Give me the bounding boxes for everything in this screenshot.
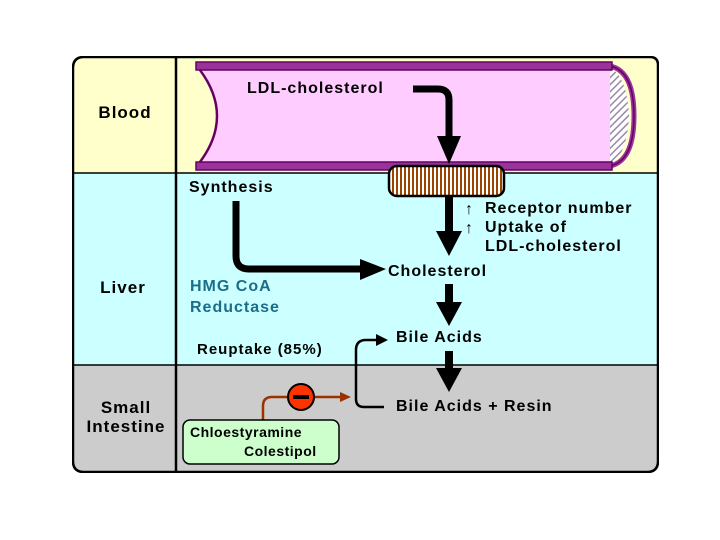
inhibitor-minus-icon	[293, 395, 309, 399]
synthesis-arrow	[232, 201, 362, 273]
reuptake-arrowhead	[376, 334, 388, 346]
reuptake-label: Reuptake (85%)	[197, 341, 323, 358]
blood-vessel	[195, 61, 637, 171]
uptake-label-2: LDL-cholesterol	[485, 238, 622, 255]
uptake-up-arrow: ↑	[465, 220, 474, 237]
bile-to-resin-shaft	[445, 351, 453, 371]
bile-to-resin-arrowhead	[436, 368, 462, 392]
synthesis-arrowhead	[360, 259, 386, 280]
cholesterol-to-bile-shaft	[445, 284, 453, 306]
ldl-receptor	[387, 164, 506, 198]
hmg-coa-label-1: HMG CoA	[190, 278, 272, 295]
bile-acids-label: Bile Acids	[396, 329, 483, 346]
ldl-arrowhead	[437, 136, 461, 164]
synthesis-label: Synthesis	[189, 179, 274, 196]
reuptake-loop-arrow	[354, 338, 384, 409]
receptor-up-arrow: ↑	[465, 201, 474, 218]
uptake-label-1: Uptake of	[485, 219, 567, 236]
bile-acids-resin-label: Bile Acids + Resin	[396, 398, 553, 415]
cholesterol-to-bile-arrowhead	[436, 302, 462, 326]
receptor-to-cholesterol-shaft	[445, 196, 453, 234]
receptor-number-label: Receptor number	[485, 200, 633, 217]
hmg-coa-label-2: Reductase	[190, 299, 280, 316]
diagram-canvas	[72, 56, 659, 473]
drug-label-2: Colestipol	[244, 443, 317, 459]
region-label-blood: Blood	[98, 103, 152, 122]
receptor-to-cholesterol-arrowhead	[436, 231, 462, 256]
region-label-intestine-2: Intestine	[86, 417, 166, 436]
region-label-liver: Liver	[100, 278, 146, 297]
region-label-intestine-1: Small	[100, 398, 152, 417]
cholesterol-label: Cholesterol	[388, 263, 488, 280]
frame-border	[72, 56, 659, 473]
drug-path	[261, 395, 288, 442]
drug-arrowhead	[340, 392, 351, 402]
ldl-uptake-arrow	[413, 85, 453, 138]
ldl-cholesterol-label: LDL-cholesterol	[247, 80, 384, 97]
diagram-frame: Blood Liver Small Intestine LDL-choleste…	[72, 56, 659, 473]
drug-label-1: Chloestyramine	[190, 424, 303, 440]
drug-box	[182, 419, 340, 465]
